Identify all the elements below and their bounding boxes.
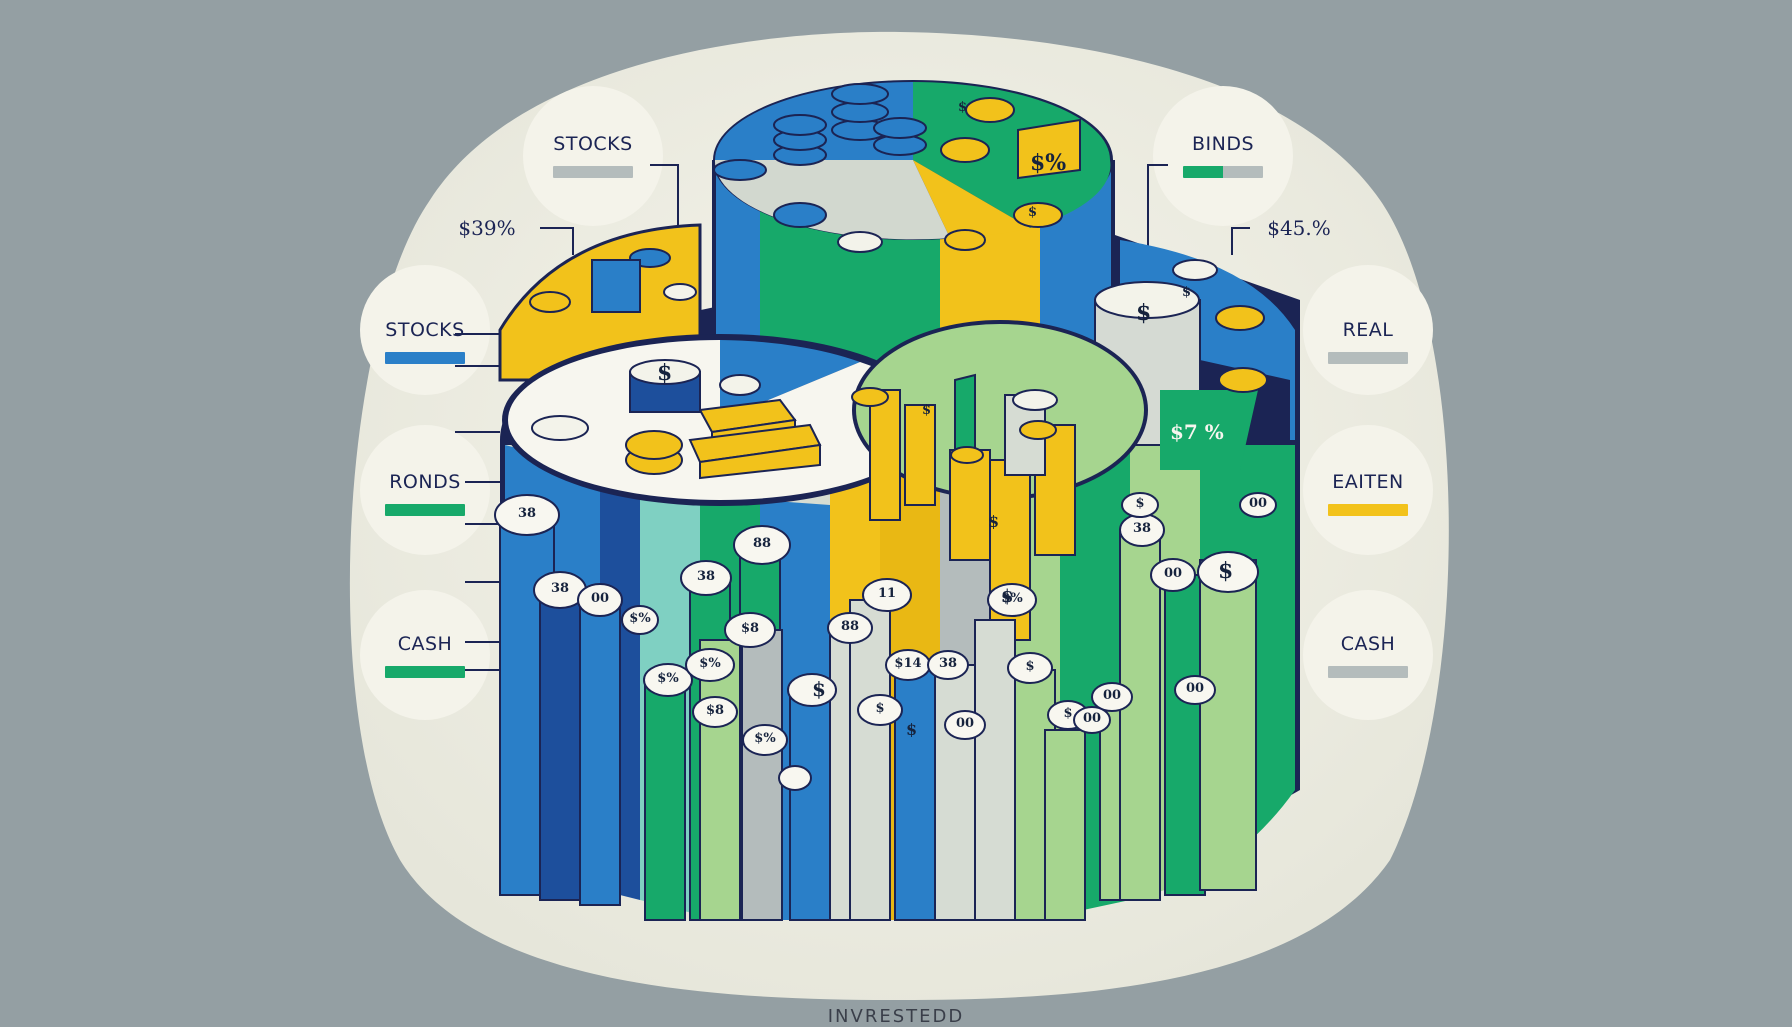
- pill-label: 00: [1185, 681, 1205, 696]
- label-swatch: [385, 352, 465, 364]
- pill-label: $%: [629, 611, 651, 626]
- dollar-coin: $: [1001, 586, 1014, 607]
- dollar-coin: $: [1028, 205, 1038, 220]
- pill-label: 00: [1082, 711, 1102, 726]
- label-text: CASH: [1340, 633, 1396, 655]
- label-text: RONDS: [389, 471, 461, 493]
- dollar-coin: $: [1218, 558, 1234, 584]
- dollar-coin: $: [988, 512, 1000, 531]
- pill-label: 00: [1163, 566, 1183, 581]
- label-swatch: [385, 666, 465, 678]
- pill-label: $8: [705, 703, 725, 718]
- pill-label: 38: [696, 569, 716, 584]
- gold-bars: [688, 398, 822, 480]
- sector-percent-blue: $ %: [575, 362, 619, 388]
- label-right-binds: BINDS: [1163, 132, 1283, 178]
- pill-caps: [494, 492, 1277, 791]
- label-bubbles: [360, 86, 1433, 720]
- pill-label: $%: [699, 656, 721, 671]
- percent-right: $45.%: [1267, 216, 1331, 240]
- dollar-coin: $: [906, 720, 918, 739]
- label-text: STOCKS: [553, 133, 633, 155]
- pill-label: 88: [840, 619, 860, 634]
- pill-label: 00: [1102, 688, 1122, 703]
- label-text: EAITEN: [1332, 471, 1404, 493]
- pill-label: 38: [1132, 521, 1152, 536]
- pill-label: $: [875, 701, 885, 716]
- dollar-coin: $: [812, 677, 826, 701]
- label-right-real: REAL: [1308, 318, 1428, 364]
- label-left-stocks: STOCKS: [365, 318, 485, 364]
- label-swatch: [1328, 666, 1408, 678]
- label-right-eaiten: EAITEN: [1308, 470, 1428, 516]
- top-badge: $%: [1030, 150, 1067, 176]
- percent-left: $39%: [458, 216, 516, 240]
- pill-label: 00: [955, 716, 975, 731]
- pill-label: 00: [1248, 496, 1268, 511]
- label-text: REAL: [1342, 319, 1394, 341]
- label-swatch: [1328, 504, 1408, 516]
- pill-label: $: [1135, 496, 1145, 511]
- coin-stacks: [529, 83, 1268, 475]
- pill-label: $8: [740, 621, 760, 636]
- label-swatch: [553, 166, 633, 178]
- pill-label: 11: [877, 586, 897, 601]
- pill-label: $: [1025, 659, 1035, 674]
- label-swatch: [1183, 166, 1263, 178]
- pill-label: 38: [938, 656, 958, 671]
- dollar-coin: $: [922, 403, 932, 418]
- footer-caption: INVRESTEDD: [827, 1006, 965, 1027]
- pill-label: $: [1063, 706, 1073, 721]
- dollar-coin: $: [1182, 285, 1192, 300]
- label-text: CASH: [397, 633, 453, 655]
- dollar-coin: $: [958, 100, 968, 115]
- pill-label: 38: [550, 581, 570, 596]
- pill-label: 00: [590, 591, 610, 606]
- pill-label: 38: [517, 506, 537, 521]
- dollar-coin: $: [657, 360, 673, 386]
- label-swatch: [385, 504, 465, 516]
- label-left-stocks-top: STOCKS: [533, 132, 653, 178]
- label-text: BINDS: [1191, 133, 1255, 155]
- pill-label: $%: [657, 671, 679, 686]
- label-left-ronds: RONDS: [365, 470, 485, 516]
- label-text: STOCKS: [385, 319, 465, 341]
- dollar-coin: $: [1136, 300, 1152, 326]
- value-pills: [499, 514, 1257, 921]
- label-left-cash: CASH: [365, 632, 485, 678]
- sector-percent-green: $7 %: [1170, 420, 1224, 444]
- pill-label: $%: [754, 731, 776, 746]
- pill-label: $%: [1001, 591, 1023, 606]
- label-right-cash: CASH: [1308, 632, 1428, 678]
- label-swatch: [1328, 352, 1408, 364]
- pill-label: $14: [894, 656, 922, 671]
- pill-label: 88: [752, 536, 772, 551]
